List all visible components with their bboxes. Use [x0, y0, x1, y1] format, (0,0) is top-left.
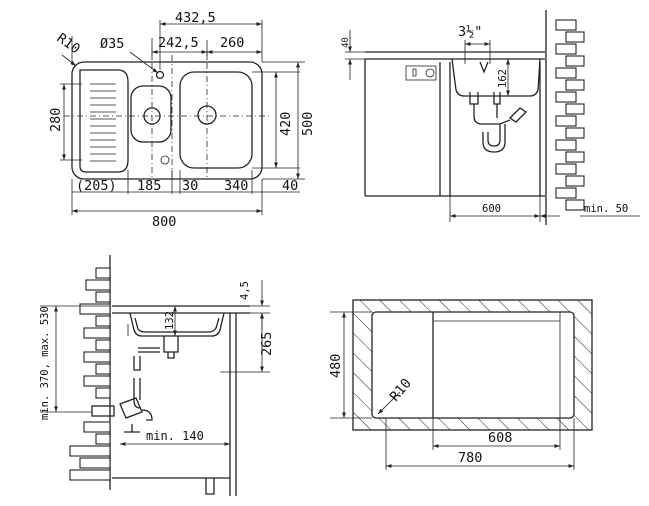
large-bowl: [179, 71, 253, 169]
dim-608: 608: [488, 430, 512, 446]
dim-185: 185: [137, 178, 161, 194]
dim-800: 800: [152, 214, 176, 230]
dim-r10: R10: [54, 30, 83, 57]
sink-outline: [71, 61, 263, 180]
drainer-ribs: [90, 83, 116, 162]
worktop-outline: [352, 299, 593, 431]
dim-780: 780: [458, 450, 482, 466]
dim-162: 162: [497, 69, 509, 88]
overflow-knob-icon: [425, 68, 435, 78]
brick-wall-left: [69, 255, 111, 490]
dim-min-370-max-530: min. 370, max. 530: [39, 306, 51, 420]
dim-40-side: 40: [341, 37, 351, 48]
dim-432-5: 432,5: [175, 10, 216, 26]
top-view-sink-plan: 432,5 242,5 260 Ø35 R10 280 420 500 (205: [48, 10, 316, 230]
dim-40: 40: [282, 178, 298, 194]
dim-dia35: Ø35: [100, 36, 124, 52]
dim-4-5: 4,5: [239, 281, 251, 300]
brick-wall-right: [545, 10, 585, 225]
drainer-board: [79, 69, 129, 173]
dim-480: 480: [328, 354, 344, 378]
dim-600: 600: [482, 203, 501, 215]
overflow: [160, 155, 170, 165]
dim-min-140: min. 140: [146, 429, 204, 443]
dim-r10-cutout: R10: [387, 376, 415, 405]
dim-280: 280: [48, 108, 64, 132]
tap-hole: [155, 70, 165, 80]
dim-132: 132: [164, 311, 176, 330]
dim-3-half-inch: 3½": [458, 24, 482, 40]
dim-500: 500: [300, 112, 316, 136]
dim-242-5: 242,5: [158, 35, 199, 51]
wall-drain-pipe: [91, 405, 115, 417]
dim-340: 340: [224, 178, 248, 194]
cutout-view: 480 R10 608 780: [328, 299, 593, 470]
cutout-outline: [371, 311, 575, 419]
dim-260: 260: [220, 35, 244, 51]
dim-min-50: min. 50: [584, 203, 628, 215]
dim-420: 420: [278, 112, 294, 136]
small-bowl: [130, 85, 172, 143]
section-view: 132 4,5 265 min. 370, max. 530 min. 140: [39, 255, 275, 496]
dim-30: 30: [182, 178, 198, 194]
dim-205: (205): [76, 178, 117, 194]
dim-265: 265: [259, 332, 275, 356]
side-view: 40 3½" 162 600 min. 50: [341, 10, 640, 225]
